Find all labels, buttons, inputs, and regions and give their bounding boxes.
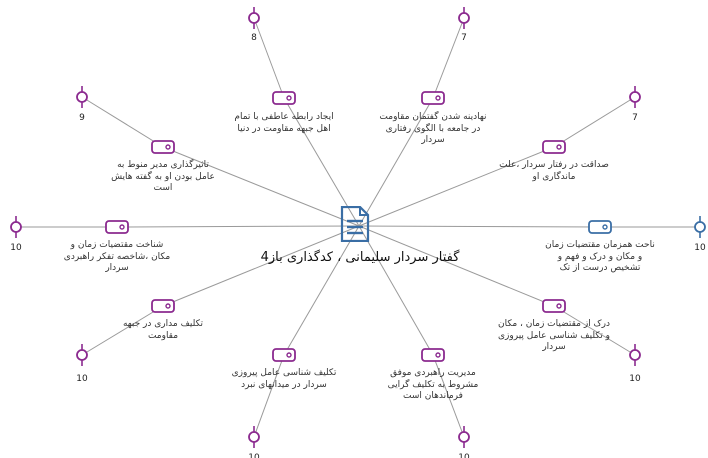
pin-icon[interactable]	[629, 344, 641, 366]
reference-count: 10	[629, 374, 641, 384]
hub-connector	[162, 146, 360, 227]
node-label[interactable]: ناحت همزمان مقتضیات زمان و مکان و درک و …	[545, 240, 655, 273]
tag-icon[interactable]	[272, 91, 296, 105]
pin-icon[interactable]	[629, 86, 641, 108]
pin-icon[interactable]	[458, 7, 470, 29]
tag-icon[interactable]	[421, 91, 445, 105]
reference-count: 10	[458, 453, 470, 458]
hub-connector	[283, 225, 360, 356]
reference-count: 7	[461, 33, 467, 43]
node-label[interactable]: درک از مقتضیات زمان ، مکان و تکلیف شناسی…	[498, 319, 610, 352]
node-label[interactable]: شناخت مقتضیات زمان و مکان ،شاخصه تفکر را…	[63, 240, 171, 273]
reference-count: 10	[10, 243, 22, 253]
hub-connector	[358, 225, 434, 356]
pin-connector	[253, 17, 285, 99]
pin-icon[interactable]	[248, 7, 260, 29]
pin-icon[interactable]	[458, 426, 470, 448]
pin-connector	[81, 305, 164, 356]
pin-connector	[81, 96, 164, 148]
tag-icon[interactable]	[272, 348, 296, 362]
hub-connector	[162, 225, 360, 307]
node-label[interactable]: صداقت در رفتار سردار ،علت ماندگاری او	[499, 160, 609, 182]
tag-icon[interactable]	[421, 348, 445, 362]
reference-count: 8	[251, 33, 257, 43]
reference-count: 9	[79, 113, 85, 123]
pin-connector	[432, 354, 465, 438]
node-label[interactable]: تکلیف شناسی عامل پیروزی سردار در میدانها…	[231, 368, 337, 390]
tag-icon[interactable]	[588, 220, 612, 234]
document-icon[interactable]	[340, 206, 370, 242]
pin-icon[interactable]	[694, 216, 706, 238]
hub-connector	[358, 225, 601, 228]
pin-icon[interactable]	[10, 216, 22, 238]
tag-icon[interactable]	[151, 140, 175, 154]
reference-count: 7	[632, 113, 638, 123]
tag-icon[interactable]	[151, 299, 175, 313]
tag-icon[interactable]	[105, 220, 129, 234]
reference-count: 10	[694, 243, 706, 253]
pin-connector	[553, 305, 636, 356]
node-label[interactable]: ایجاد رابطه عاطفی با تمام اهل جبهه مقاوم…	[234, 112, 334, 134]
pin-icon[interactable]	[248, 426, 260, 448]
reference-count: 10	[76, 374, 88, 384]
hub-connector	[358, 225, 555, 307]
reference-count: 10	[248, 453, 260, 458]
tag-icon[interactable]	[542, 140, 566, 154]
pin-connector	[432, 17, 465, 99]
tag-icon[interactable]	[542, 299, 566, 313]
pin-icon[interactable]	[76, 86, 88, 108]
pin-connector	[553, 96, 636, 148]
hub-connector	[358, 146, 555, 227]
hub-connector	[358, 97, 434, 227]
node-label[interactable]: تاثیرگذاری مدیر منوط به عامل بودن او به …	[111, 160, 215, 193]
node-label[interactable]: نهادینه شدن گفتمان مقاومت در جامعه با ال…	[379, 112, 487, 145]
hub-connector	[116, 225, 360, 228]
node-label[interactable]: مدیریت راهبردی موفق مشروط به تکلیف گرایی…	[387, 368, 479, 401]
central-topic-title[interactable]: گفتار سردار سلیمانی ، کدگذاری باز4	[260, 250, 460, 265]
node-label[interactable]: تکلیف مداری در جبهه مقاومت	[122, 319, 204, 341]
pin-connector	[253, 354, 285, 438]
hub-connector	[283, 97, 360, 227]
pin-icon[interactable]	[76, 344, 88, 366]
